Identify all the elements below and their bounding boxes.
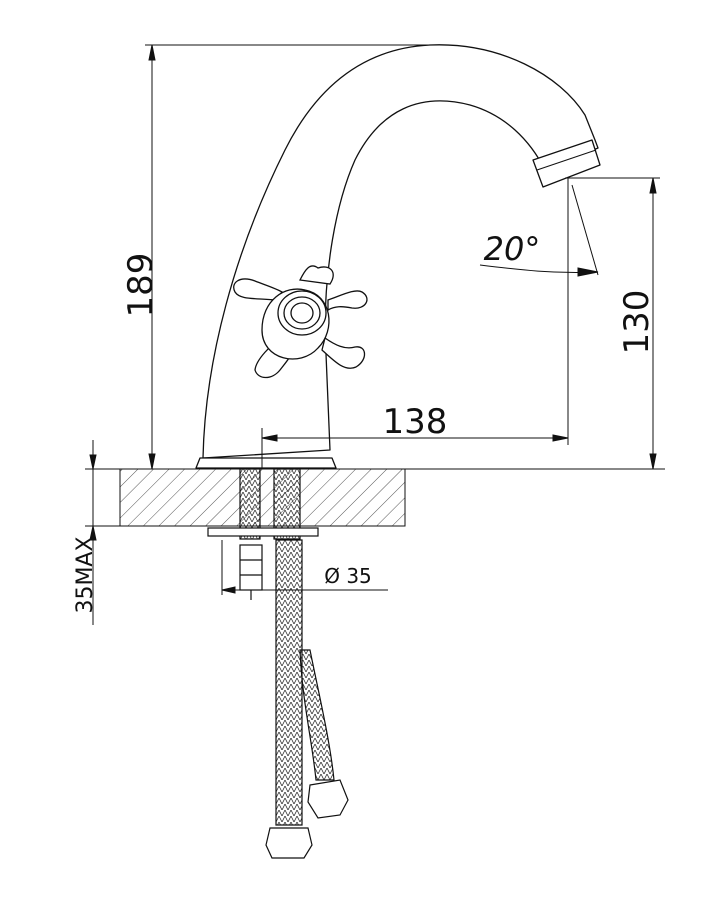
countertop bbox=[90, 468, 665, 527]
cross-handle bbox=[233, 265, 368, 379]
dimension-lines bbox=[85, 44, 660, 625]
dim-138-label: 138 bbox=[383, 402, 448, 442]
hose-fitting-short bbox=[307, 779, 349, 819]
aerator bbox=[532, 139, 601, 188]
dim-130-label: 130 bbox=[617, 290, 657, 355]
mounting-nut bbox=[239, 544, 263, 591]
mounting-washer bbox=[207, 527, 319, 537]
handle-arm-top bbox=[299, 265, 334, 285]
dim-angle-label: 20° bbox=[484, 230, 541, 268]
handle-cap-center bbox=[290, 302, 314, 324]
hose-long bbox=[275, 539, 303, 826]
hose-fitting-long bbox=[265, 827, 313, 859]
hose-upper bbox=[273, 468, 301, 540]
handle-arm-left bbox=[233, 278, 284, 301]
hose-short bbox=[299, 649, 335, 781]
base-plinth bbox=[195, 457, 337, 469]
threaded-rod bbox=[239, 468, 261, 540]
handle-arm-bottom-right bbox=[321, 336, 366, 369]
countertop-hatch bbox=[119, 468, 406, 527]
flexible-hoses bbox=[265, 539, 349, 859]
dim-189-label: 189 bbox=[121, 253, 161, 318]
mounting-hardware bbox=[207, 468, 319, 600]
dim-diameter-label: Ø 35 bbox=[324, 564, 372, 588]
dim-35max-label: 35MAX bbox=[73, 536, 98, 613]
handle-arm-right bbox=[327, 290, 368, 312]
